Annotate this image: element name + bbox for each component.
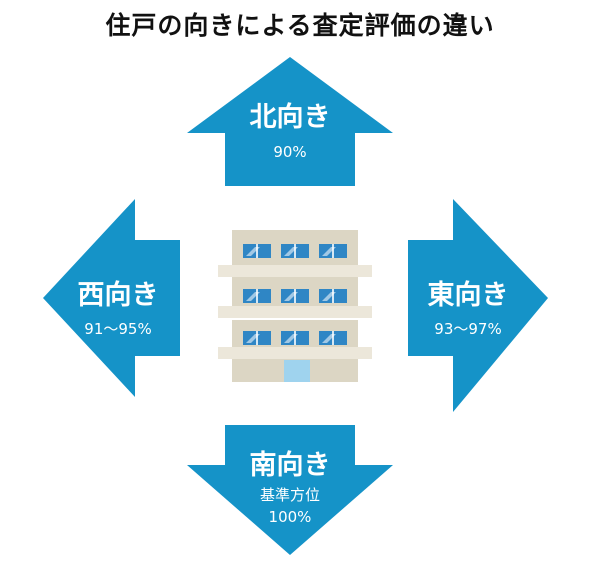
- building-window: [319, 244, 347, 258]
- building-window-divider: [256, 289, 258, 303]
- arrow-north-label: 北向き: [250, 101, 331, 133]
- arrow-west-shape: [43, 199, 180, 397]
- arrow-south-value: 100%: [269, 508, 312, 526]
- building-window: [243, 289, 271, 303]
- building-window: [281, 289, 309, 303]
- building-window-divider: [332, 289, 334, 303]
- building-balcony-3: [218, 347, 372, 359]
- arrow-west-label: 西向き: [78, 279, 159, 311]
- building-window-divider: [332, 244, 334, 258]
- building-window-divider: [294, 289, 296, 303]
- arrow-west-value: 91～95%: [84, 320, 151, 338]
- building-entrance-door: [284, 360, 310, 382]
- building-window: [243, 244, 271, 258]
- arrow-south-shape: [187, 425, 393, 555]
- building-balcony-2: [218, 306, 372, 318]
- building-window: [319, 331, 347, 345]
- arrow-west: 西向き 91～95%: [43, 199, 180, 397]
- building-window-divider: [256, 331, 258, 345]
- arrow-east: 東向き 93～97%: [408, 199, 548, 412]
- arrow-east-shape: [408, 199, 548, 412]
- arrow-east-value: 93～97%: [434, 320, 501, 338]
- building-window: [319, 289, 347, 303]
- diagram-title: 住戸の向きによる査定評価の違い: [105, 11, 495, 40]
- arrow-north-shape: [187, 57, 393, 186]
- building-windows: [243, 244, 347, 345]
- arrow-south-note: 基準方位: [260, 486, 320, 504]
- apartment-building-icon: [218, 230, 372, 382]
- building-balcony-1: [218, 265, 372, 277]
- arrow-north: 北向き 90%: [187, 57, 393, 186]
- arrow-south: 南向き 基準方位 100%: [187, 425, 393, 555]
- building-window-divider: [256, 244, 258, 258]
- building-window: [243, 331, 271, 345]
- building-window-divider: [294, 244, 296, 258]
- building-window: [281, 331, 309, 345]
- arrow-south-label: 南向き: [250, 449, 331, 481]
- arrow-north-value: 90%: [273, 143, 306, 161]
- building-window: [281, 244, 309, 258]
- building-window-divider: [294, 331, 296, 345]
- arrow-east-label: 東向き: [428, 279, 509, 311]
- building-window-divider: [332, 331, 334, 345]
